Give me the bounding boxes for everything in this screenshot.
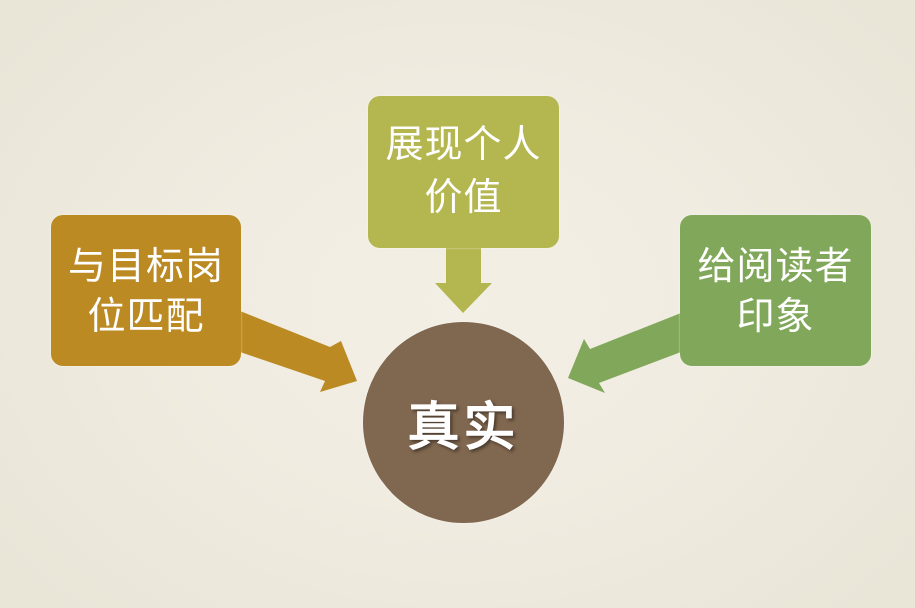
node-personal-value: 展现个人 价值 <box>368 96 559 248</box>
node-job-match-line-2: 位匹配 <box>87 293 205 338</box>
node-reader-impression: 给阅读者 印象 <box>680 215 871 366</box>
center-circle: 真实 <box>363 322 564 523</box>
node-personal-value-line-2: 价值 <box>424 175 503 219</box>
arrow-down-icon <box>435 248 492 313</box>
arrow-left-down-icon <box>568 313 681 393</box>
node-personal-value-line-1: 展现个人 <box>385 122 542 166</box>
arrow-right-down-icon <box>240 311 357 392</box>
center-label: 真实 <box>407 398 520 458</box>
node-job-match: 与目标岗 位匹配 <box>51 215 241 366</box>
node-job-match-line-1: 与目标岗 <box>67 243 224 288</box>
node-reader-impression-line-1: 给阅读者 <box>697 243 854 288</box>
node-reader-impression-line-2: 印象 <box>736 293 815 338</box>
